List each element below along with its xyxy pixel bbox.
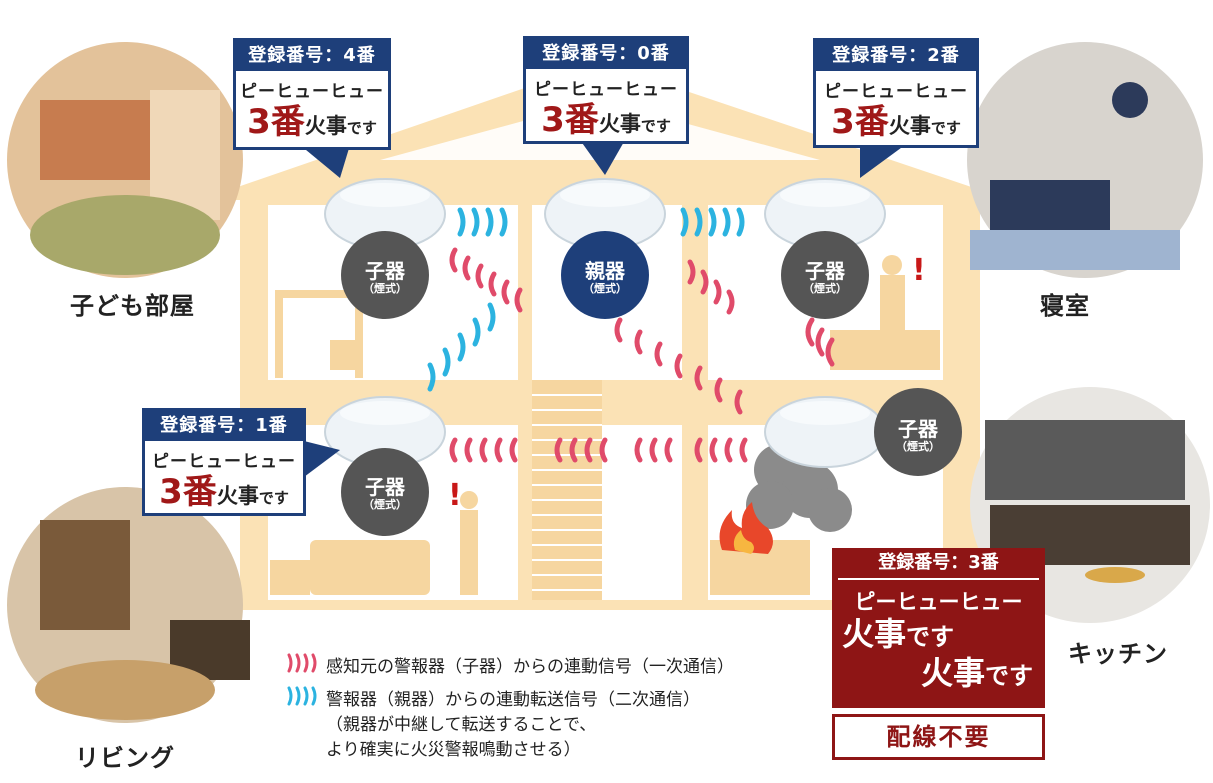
unit-type: （煙式） [363,282,407,295]
callout-fire-line: 3番火事です [236,102,388,148]
alarm-fire: 火事 [842,615,907,653]
unit-name: 子器 [365,259,405,283]
alert-bedroom-icon: ! [912,253,926,288]
callout-header: 登録番号：1番 [145,411,303,441]
room-label-kitchen: キッチン [1068,640,1168,668]
room-label-bedroom: 寝室 [1040,292,1090,320]
alarm-source-box: 登録番号：3番 ピーヒューヒュー 火事です 火事です [832,548,1045,708]
callout-no4: 登録番号：4番 ピーヒューヒュー 3番火事です [233,38,391,150]
detector-icon [324,178,446,319]
primary-signal-waves [449,247,835,463]
furniture-kids [275,290,365,378]
callout-desu: です [640,117,671,135]
callout-number: 3番 [831,102,889,142]
alarm-source-line2: 火事です [832,655,1033,694]
secondary-signal-waves [427,207,745,392]
fire-icon [719,502,773,554]
callout-sound: ピーヒューヒュー [824,82,968,102]
callout-no0: 登録番号：0番 ピーヒューヒュー 3番火事です [523,36,689,144]
callout-number: 3番 [541,100,599,140]
unit-label-bedroom: 子器 （煙式） [785,260,865,296]
unit-type: （煙式） [363,498,407,511]
callout-desu: です [346,119,377,137]
callout-fire: 火事 [304,114,347,138]
unit-type: （煙式） [583,282,627,295]
legend-secondary-note2: より確実に火災警報鳴動させる） [326,740,581,760]
detector-icon [764,388,962,476]
unit-name: 子器 [898,417,938,441]
legend-primary-icon [287,653,317,673]
room-label-living: リビング [75,744,175,772]
callout-fire-line: 3番火事です [526,100,686,146]
callout-desu: です [930,119,961,137]
callout-sound: ピーヒューヒュー [240,82,384,102]
callout-fire: 火事 [216,484,259,508]
callout-sound: ピーヒューヒュー [534,80,678,100]
unit-name: 子器 [805,259,845,283]
unit-label-kitchen: 子器 （煙式） [878,418,958,454]
callout-fire-line: 3番火事です [816,102,976,148]
furniture-living [270,491,478,595]
legend-secondary-note1: （親器が中継して転送することで、 [326,715,597,735]
alarm-desu: です [985,662,1033,690]
callout-number: 3番 [247,102,305,142]
callout-fire-line: 3番火事です [145,472,303,518]
photo-bedroom [967,42,1203,278]
unit-name: 子器 [365,475,405,499]
callout-fire: 火事 [888,114,931,138]
alarm-fire: 火事 [920,654,985,692]
photo-living [7,487,250,723]
legend-secondary-icon [287,686,317,706]
alarm-desu: です [906,623,955,651]
unit-type: （煙式） [803,282,847,295]
alarm-source-line1: 火事です [842,616,1045,655]
callout-header: 登録番号：0番 [526,39,686,69]
unit-label-parent: 親器 （煙式） [565,260,645,296]
photo-kids [7,42,243,278]
detector-icon [764,178,886,319]
unit-type: （煙式） [896,440,940,453]
alarm-source-header: 登録番号：3番 [838,548,1039,580]
legend-primary: 感知元の警報器（子器）からの連動信号（一次通信） [326,657,734,677]
unit-label-kids: 子器 （煙式） [345,260,425,296]
callout-header: 登録番号：2番 [816,41,976,71]
callout-desu: です [258,489,289,507]
no-wiring-badge: 配線不要 [832,714,1045,760]
callout-no1: 登録番号：1番 ピーヒューヒュー 3番火事です [142,408,306,516]
callout-header: 登録番号：4番 [236,41,388,71]
callout-number: 3番 [159,472,217,512]
furniture-bedroom [830,255,940,370]
callout-pointers [300,140,905,480]
alarm-source-sound: ピーヒューヒュー [854,590,1023,614]
callout-fire: 火事 [598,112,641,136]
alert-living-icon: ! [448,478,462,513]
unit-name: 親器 [585,259,625,283]
staircase [532,380,602,600]
callout-sound: ピーヒューヒュー [152,452,296,472]
room-label-kids: 子ども部屋 [70,292,195,320]
smoke-cloud [746,444,852,532]
legend-secondary: 警報器（親器）からの連動転送信号（二次通信） [326,690,700,710]
detector-icon [544,178,666,319]
detector-icon [324,396,446,536]
unit-label-living: 子器 （煙式） [345,476,425,512]
callout-no2: 登録番号：2番 ピーヒューヒュー 3番火事です [813,38,979,148]
